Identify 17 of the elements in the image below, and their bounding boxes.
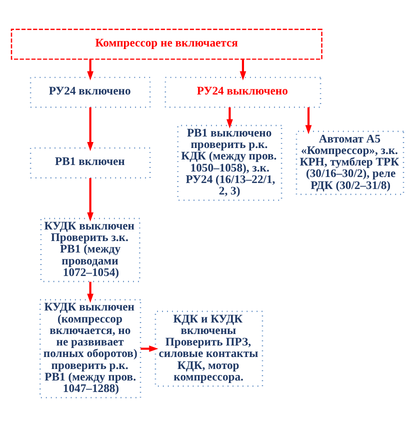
arrow <box>87 107 94 152</box>
arrow <box>87 59 94 80</box>
arrow <box>305 107 312 134</box>
node-box: КДК и КУДК включены Проверить ПРЗ, силовые контакты КДК, мотор компрессора. <box>154 310 264 387</box>
arrow <box>226 107 233 128</box>
arrow <box>87 282 94 303</box>
node-box: РУ24 включено <box>30 76 151 108</box>
node-box: Автомат А5 «Компрессор», з.к. КРН, тумблер ТРК (30/16–30/2), реле РДК (30/2–31/8) <box>296 130 404 196</box>
arrow <box>140 346 158 352</box>
node-box: РУ24 выключено <box>164 76 322 108</box>
node-box: Компрессор не включается <box>10 28 322 60</box>
arrow <box>240 59 246 80</box>
node-box: РВ1 включен <box>30 147 151 178</box>
node-box: РВ1 выключено проверить р.к. КДК (между пров. 1050–1058), з.к. РУ24 (16/13–22/1, 2, 3) <box>177 124 282 201</box>
node-box: КУДК выключен Проверить з.к. РВ1 (между проводами 1072–1054) <box>40 218 140 282</box>
node-box: КУДК выключен (компрессор включается, но не развивает полных оборотов) проверить р.к. РВ1 (между пров. 1047–1288) <box>40 299 142 398</box>
arrow <box>87 178 94 222</box>
